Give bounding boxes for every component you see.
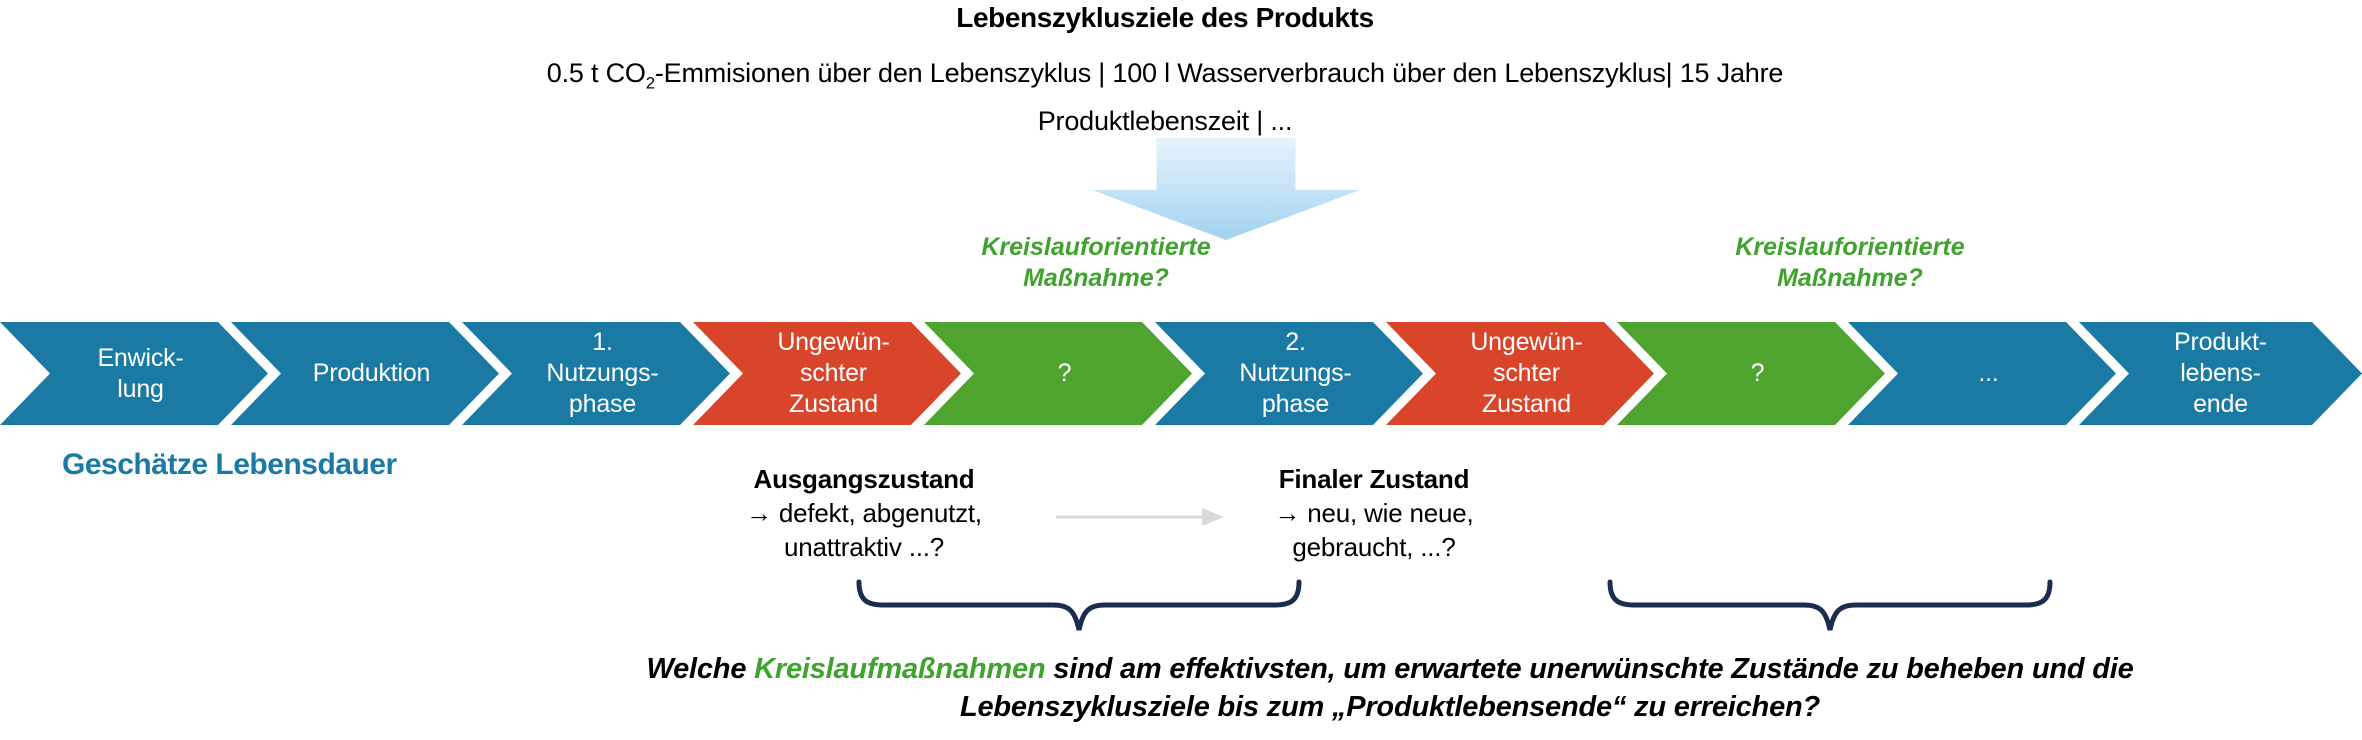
estimated-lifetime-label: Geschätze Lebensdauer bbox=[62, 448, 397, 481]
key-question: Welche Kreislaufmaßnahmen sind am effekt… bbox=[630, 650, 2150, 726]
goals-line-1: 0.5 t CO2-Emmisionen über den Lebenszykl… bbox=[0, 54, 2330, 102]
goals-co2-post: -Emmisionen über den Lebenszyklus | 100 … bbox=[654, 58, 1784, 88]
question-highlight: Kreislaufmaßnahmen bbox=[754, 653, 1046, 685]
process-step-9: ... bbox=[1848, 322, 2116, 425]
process-step-1: Enwick- lung bbox=[0, 322, 268, 425]
process-row: Enwick- lung Produktion 1. Nutzungs- phase… bbox=[0, 322, 2362, 425]
final-state-title: Finaler Zustand bbox=[1278, 464, 1470, 494]
process-step-2: Produktion bbox=[231, 322, 499, 425]
process-step-4: Ungewün- schter Zustand bbox=[693, 322, 961, 425]
process-step-label: Enwick- lung bbox=[97, 343, 184, 403]
final-state-desc: → neu, wie neue, gebraucht, ...? bbox=[1274, 498, 1474, 562]
initial-state-desc: → defekt, abgenutzt, unattraktiv ...? bbox=[746, 498, 982, 562]
final-state: Finaler Zustand → neu, wie neue, gebrauc… bbox=[1219, 462, 1529, 564]
process-step-3: 1. Nutzungs- phase bbox=[462, 322, 730, 425]
measure-label-left: Kreislauforientierte Maßnahme? bbox=[981, 233, 1211, 292]
process-step-label: Ungewün- schter Zustand bbox=[777, 328, 890, 418]
lifecycle-goals-text: 0.5 t CO2-Emmisionen über den Lebenszykl… bbox=[0, 54, 2330, 140]
header: Lebenszyklusziele des Produkts 0.5 t CO2… bbox=[0, 0, 2330, 140]
underbrace-right-icon bbox=[1607, 579, 2053, 631]
process-step-label: 1. Nutzungs- phase bbox=[546, 328, 659, 418]
page-title: Lebenszyklusziele des Produkts bbox=[956, 2, 1374, 33]
process-step-label: Produktion bbox=[312, 359, 431, 387]
initial-state-title: Ausgangszustand bbox=[753, 464, 975, 494]
goals-co2-pre: 0.5 t CO bbox=[546, 58, 646, 88]
question-pre: Welche bbox=[646, 653, 755, 685]
down-arrow-icon bbox=[1092, 138, 1360, 240]
process-step-7: Ungewün- schter Zustand bbox=[1386, 322, 1654, 425]
process-step-label: ... bbox=[1978, 359, 1999, 387]
goals-line-2: Produktlebenszeit | ... bbox=[1037, 106, 1293, 137]
process-step-label: Produkt- lebens- ende bbox=[2174, 328, 2267, 418]
process-step-5: ? bbox=[924, 322, 1192, 425]
process-step-10: Produkt- lebens- ende bbox=[2079, 322, 2362, 425]
process-step-8: ? bbox=[1617, 322, 1885, 425]
question-post: sind am effektivsten, um erwartete unerw… bbox=[959, 653, 2134, 723]
process-step-label: 2. Nutzungs- phase bbox=[1239, 328, 1352, 418]
measure-label-right: Kreislauforientierte Maßnahme? bbox=[1735, 233, 1965, 292]
initial-state: Ausgangszustand → defekt, abgenutzt, una… bbox=[709, 462, 1019, 564]
process-step-6: 2. Nutzungs- phase bbox=[1155, 322, 1423, 425]
co2-subscript: 2 bbox=[645, 73, 655, 93]
state-transition-arrow-icon bbox=[1056, 504, 1226, 530]
underbrace-left-icon bbox=[856, 579, 1302, 631]
process-step-label: ? bbox=[1057, 359, 1072, 387]
process-step-label: Ungewün- schter Zustand bbox=[1470, 328, 1583, 418]
process-step-label: ? bbox=[1750, 359, 1765, 387]
